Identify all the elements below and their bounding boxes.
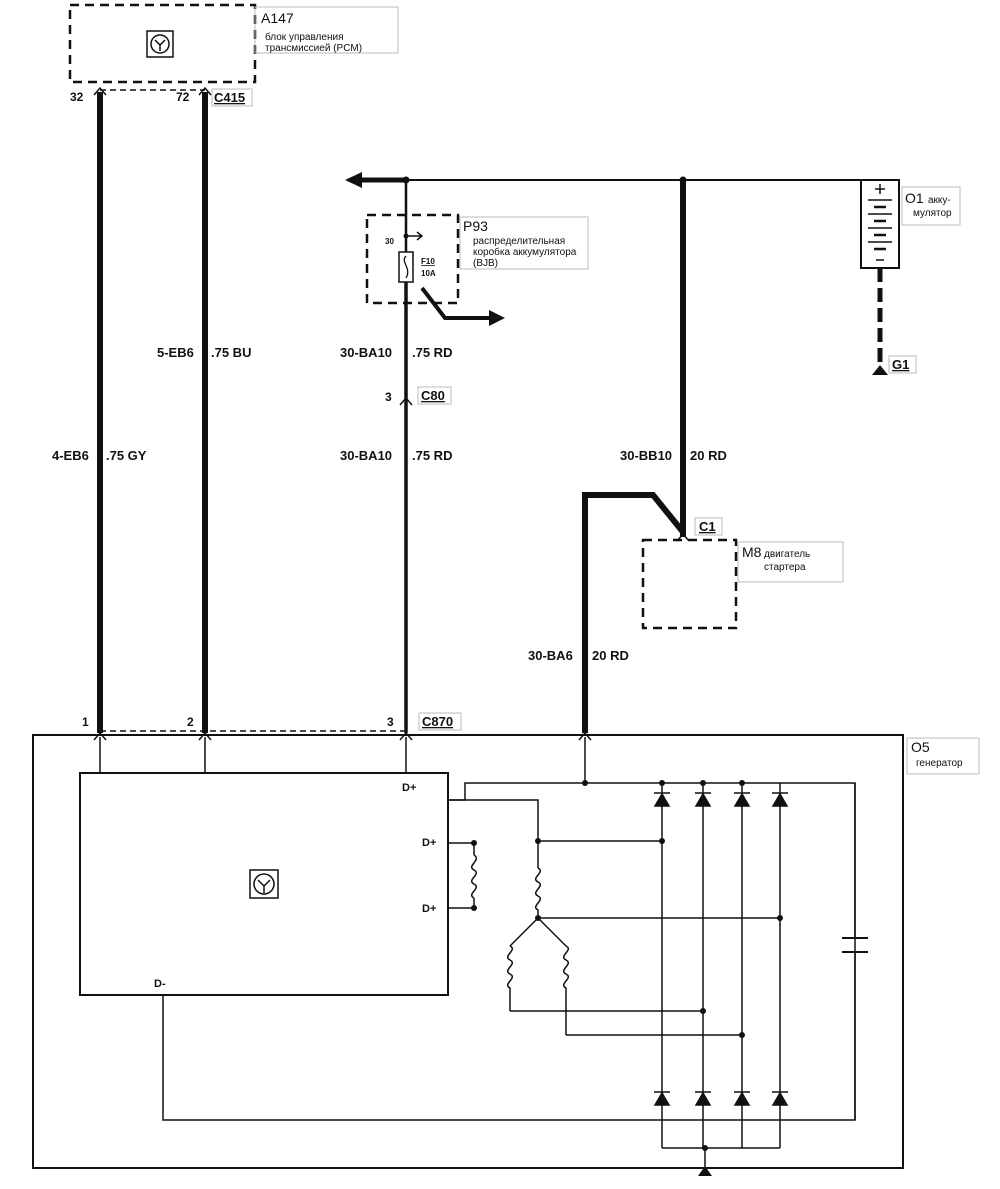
generator-box <box>32 734 904 1169</box>
stator-wiring <box>162 737 856 1168</box>
c80-pin: 3 <box>385 390 392 404</box>
reg-terminal-d-plus-1: D+ <box>402 782 416 794</box>
c80-id: C80 <box>421 388 445 403</box>
c870-mark-3 <box>399 731 413 741</box>
junction-dots <box>471 780 783 1151</box>
ground-g1-icon <box>872 365 888 375</box>
bjb-pin-30: 30 <box>385 237 394 246</box>
bjb-id: P93 <box>463 218 488 234</box>
bjb-name-line3: (BJB) <box>473 258 498 269</box>
pcm-box <box>68 3 257 84</box>
wire-5-eb6-spec: .75 BU <box>211 345 251 360</box>
c1-label-box <box>694 517 723 536</box>
fuse-rating: 10A <box>421 269 436 278</box>
c1-mark <box>676 532 690 542</box>
c80-label-box <box>417 386 452 405</box>
starter-name-line1: двигатель <box>764 549 810 560</box>
bjb-label-box <box>459 216 589 270</box>
c415-pin-b-mark <box>198 86 212 96</box>
pcm-id: A147 <box>261 10 294 26</box>
c870-mark-1 <box>93 731 107 741</box>
regulator-box <box>79 772 449 996</box>
wire-4-eb6-spec: .75 GY <box>106 448 147 463</box>
c870-pin-2: 2 <box>187 715 194 729</box>
battery-cells <box>868 199 892 261</box>
reg-terminal-d-plus-3: D+ <box>422 903 436 915</box>
wire-30-ba10-spec-b: .75 RD <box>412 448 452 463</box>
battery-name-line1: акку- <box>928 195 951 206</box>
bjb-branch-wire <box>420 286 490 320</box>
wire-30-bb10-circuit: 30-BB10 <box>620 448 672 463</box>
pcm-name-line2: трансмиссией (PCM) <box>265 43 362 54</box>
g1-label-box <box>888 355 917 374</box>
c870-id: C870 <box>422 714 453 729</box>
battery-id: O1 <box>905 190 924 206</box>
starter-label-box <box>737 541 844 583</box>
bus-arrow-head <box>345 172 362 188</box>
c870-label-box <box>418 712 462 731</box>
reg-terminal-d-minus: D- <box>154 978 166 990</box>
battery-label-box <box>901 186 961 226</box>
wire-30-ba6-spec: 20 RD <box>592 648 629 663</box>
pcm-label-box <box>254 6 399 54</box>
wire-30-ba6-circuit: 30-BA6 <box>528 648 573 663</box>
fuse-id: F10 <box>421 257 435 266</box>
generator-label-box <box>906 737 980 775</box>
generator-name: генератор <box>916 758 963 769</box>
regulator-transistor-icon <box>249 869 279 899</box>
c1-id: C1 <box>699 519 716 534</box>
c870-mark-2 <box>198 731 212 741</box>
fuse-element <box>403 255 409 279</box>
reg-terminal-d-plus-2: D+ <box>422 837 436 849</box>
wire-5-eb6-circuit: 5-EB6 <box>157 345 194 360</box>
starter-id: M8 <box>742 544 762 560</box>
battery-name-line2: мулятор <box>913 208 952 219</box>
diode-bridge-lower <box>653 1091 789 1106</box>
wire-4-eb6-circuit: 4-EB6 <box>52 448 89 463</box>
generator-ground-icon <box>698 1166 712 1176</box>
c415-pin-72: 72 <box>176 90 190 104</box>
c870-pin-3: 3 <box>387 715 394 729</box>
wire-30-ba10-circuit-a: 30-BA10 <box>340 345 392 360</box>
bjb-name-line2: коробка аккумулятора <box>473 246 577 258</box>
wire-30-bb10-spec: 20 RD <box>690 448 727 463</box>
c415-label-box <box>211 88 253 107</box>
g1-id: G1 <box>892 357 909 372</box>
c415-pin-32: 32 <box>70 90 84 104</box>
transistor-icon <box>146 30 174 58</box>
wire-30-ba6 <box>582 492 686 733</box>
wire-30-ba10-spec-a: .75 RD <box>412 345 452 360</box>
c80-mark <box>399 396 413 406</box>
bjb-name-line1: распределительная <box>473 236 565 247</box>
bjb-box <box>365 213 460 305</box>
bjb-arrow-icon <box>406 231 424 241</box>
ba6-mark <box>578 731 592 741</box>
bjb-branch-arrow <box>489 310 505 326</box>
generator-id: O5 <box>911 739 930 755</box>
c415-id: C415 <box>214 90 245 105</box>
diode-bridge-upper <box>653 792 789 807</box>
starter-name-line2: стартера <box>764 562 806 573</box>
c870-pin-1: 1 <box>82 715 89 729</box>
pcm-name-line1: блок управления <box>265 31 343 43</box>
wire-30-ba10-circuit-b: 30-BA10 <box>340 448 392 463</box>
starter-box <box>641 538 738 630</box>
c415-pin-a-mark <box>93 86 107 96</box>
